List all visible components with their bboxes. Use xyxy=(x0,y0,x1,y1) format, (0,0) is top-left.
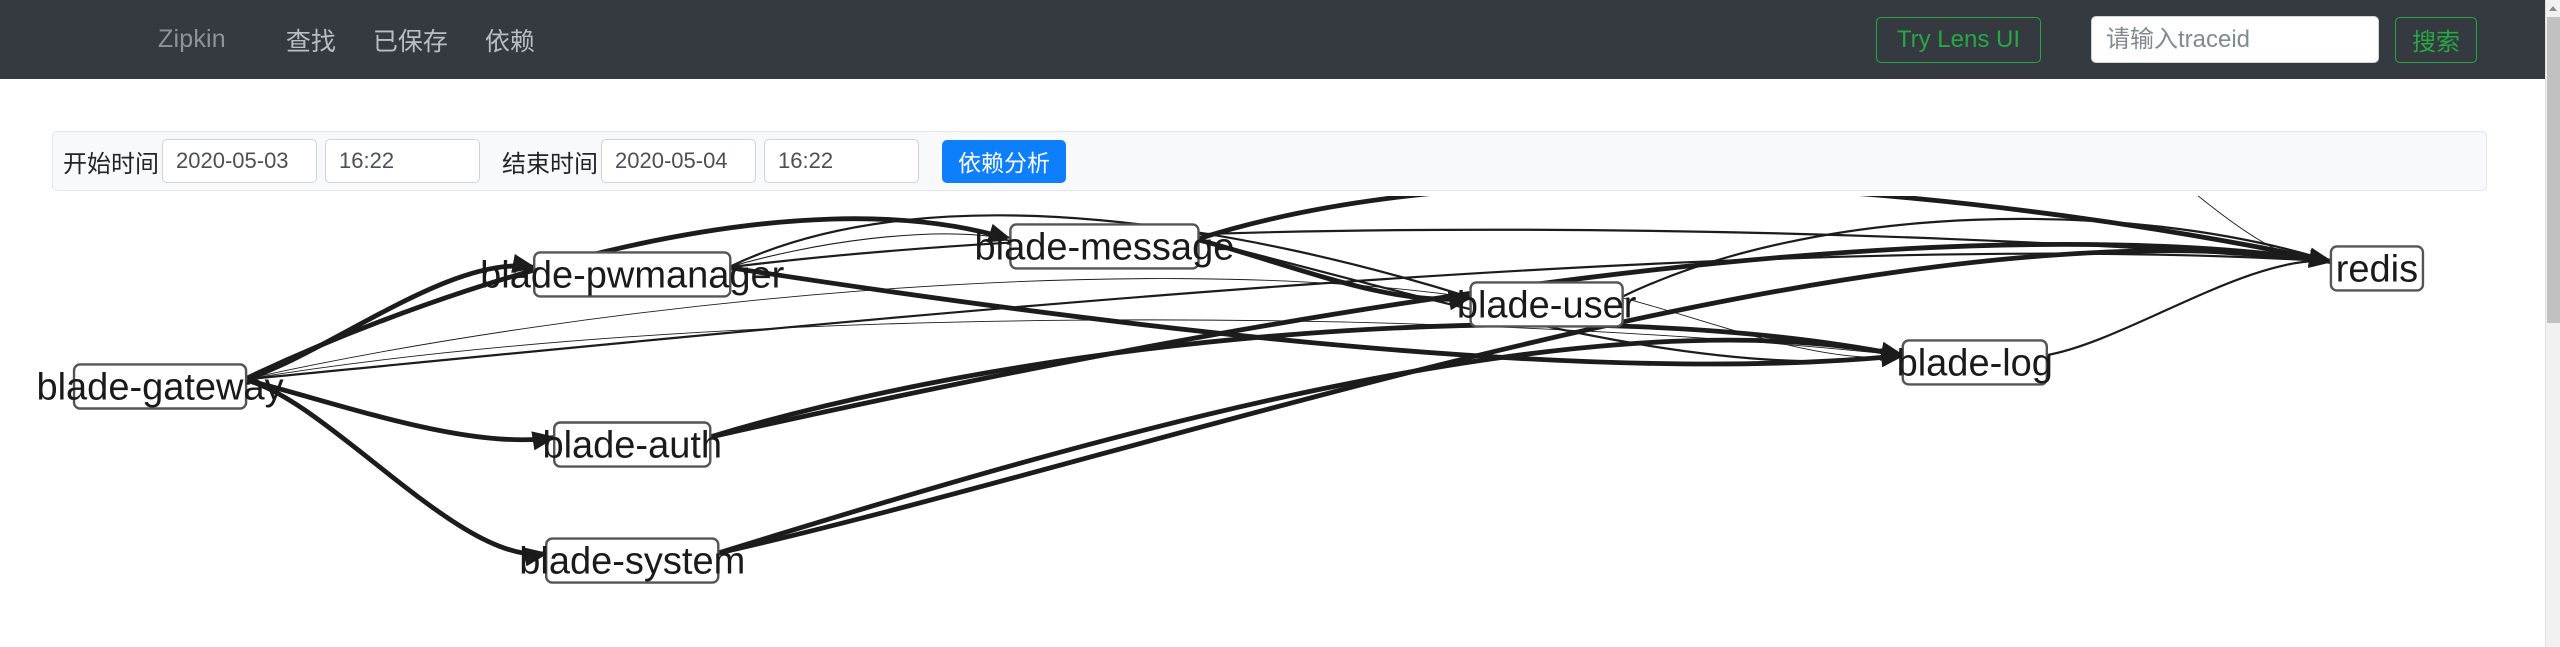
graph-edge[interactable] xyxy=(243,278,1471,380)
graph-node-box[interactable] xyxy=(545,537,720,584)
end-time-label: 结束时间 xyxy=(502,150,598,178)
graph-edge[interactable] xyxy=(715,248,2334,556)
graph-edge[interactable] xyxy=(707,242,2334,440)
graph-edge[interactable] xyxy=(243,254,537,382)
graph-edge[interactable] xyxy=(715,337,1906,556)
graph-edge[interactable] xyxy=(243,216,1013,382)
graph-node[interactable]: blade-message xyxy=(975,223,1235,270)
graph-node-box[interactable] xyxy=(1469,281,1624,328)
page-scrollbar-thumb[interactable] xyxy=(2547,17,2560,323)
graph-node-box[interactable] xyxy=(72,363,248,410)
graph-node[interactable]: redis xyxy=(2329,245,2425,292)
graph-edge[interactable] xyxy=(243,377,557,451)
graph-node[interactable]: blade-log xyxy=(1897,339,2053,386)
top-navbar: Zipkin 查找 已保存 依赖 Try Lens UI 搜索 xyxy=(0,0,2545,79)
graph-node-box[interactable] xyxy=(1009,223,1200,270)
graph-node-box[interactable] xyxy=(2329,245,2425,292)
graph-node-box[interactable] xyxy=(553,421,712,468)
graph-node[interactable]: blade-auth xyxy=(542,421,722,468)
graph-edge[interactable] xyxy=(707,322,1906,440)
graph-edge[interactable] xyxy=(728,233,1011,268)
graph-node[interactable]: blade-gateway xyxy=(36,363,284,410)
graph-edge[interactable] xyxy=(727,214,1472,299)
graph-node[interactable]: blade-system xyxy=(519,537,745,584)
graph-node-box[interactable] xyxy=(1901,339,2049,386)
start-date-input[interactable] xyxy=(162,139,317,183)
page-scrollbar-track[interactable] xyxy=(2545,0,2560,647)
end-time-input[interactable] xyxy=(764,139,919,183)
start-time-label: 开始时间 xyxy=(63,150,159,178)
graph-edge[interactable] xyxy=(2044,257,2332,357)
dependency-graph-svg[interactable]: blade-gatewayblade-pwmanagerblade-authbl… xyxy=(0,196,2545,647)
traceid-search-input[interactable] xyxy=(2091,16,2379,63)
graph-node-box[interactable] xyxy=(533,251,732,298)
graph-edge[interactable] xyxy=(727,265,1906,368)
nav-item-dependencies[interactable]: 依赖 xyxy=(484,27,535,56)
dependency-filter-bar: 开始时间 结束时间 依赖分析 xyxy=(52,131,2487,191)
brand-logo[interactable]: Zipkin xyxy=(158,25,226,53)
search-button[interactable]: 搜索 xyxy=(2395,16,2477,63)
scroll-up-arrow-icon[interactable] xyxy=(2546,0,2560,16)
graph-edge[interactable] xyxy=(1195,196,2334,267)
graph-node[interactable]: blade-user xyxy=(1457,281,1637,328)
graph-edge[interactable] xyxy=(244,319,1904,380)
graph-edge[interactable] xyxy=(728,228,2332,269)
try-lens-ui-button[interactable]: Try Lens UI xyxy=(1875,16,2041,63)
start-time-input[interactable] xyxy=(325,139,480,183)
nav-item-saved[interactable]: 已保存 xyxy=(372,27,448,56)
graph-edge[interactable] xyxy=(243,377,549,567)
end-date-input[interactable] xyxy=(601,139,756,183)
analyze-dependencies-button[interactable]: 依赖分析 xyxy=(942,139,1066,183)
nav-item-find[interactable]: 查找 xyxy=(285,27,336,56)
navbar-right-group: Try Lens UI 搜索 xyxy=(1875,0,2477,79)
